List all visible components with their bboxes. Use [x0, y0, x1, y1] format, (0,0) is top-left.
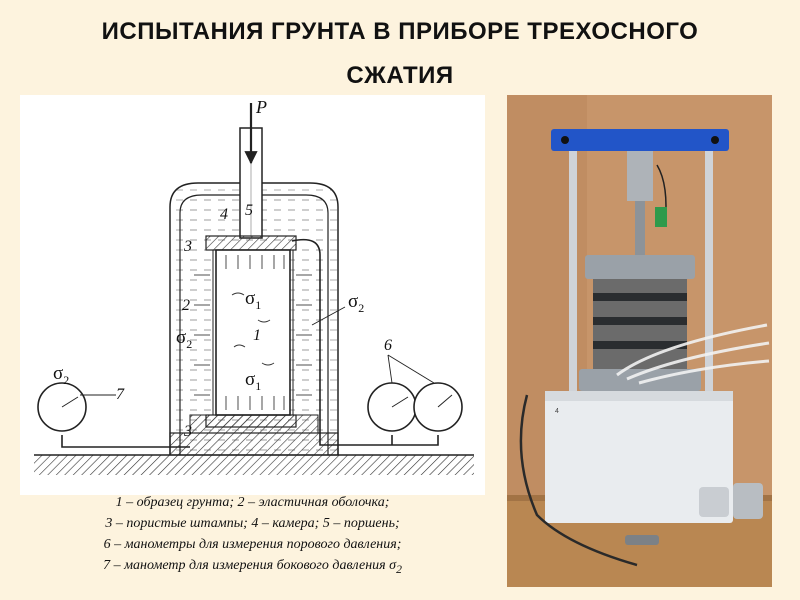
cell-top-cap — [585, 255, 695, 279]
lateral-pressure-gauge — [37, 382, 87, 432]
slide-title-line-2: СЖАТИЯ — [346, 62, 454, 89]
triaxial-diagram-panel: P σ1 σ1 σ2 σ2 σ2 1 2 3 3 4 5 6 7 — [20, 95, 485, 495]
sample-ring-2 — [733, 483, 763, 519]
sigma2-inner-label: σ2 — [176, 327, 192, 351]
caption-line-1: 1 – образец грунта; 2 – эластичная оболо… — [115, 495, 390, 510]
label-3-bottom: 3 — [183, 423, 192, 440]
apparatus-photo: 4 — [507, 95, 772, 587]
label-1: 1 — [253, 327, 261, 344]
frame-column-left — [569, 151, 577, 391]
label-6: 6 — [384, 337, 392, 354]
base-unit-marking: 4 — [555, 408, 559, 415]
sigma2-right-label: σ2 — [348, 291, 364, 315]
diagram-caption: 1 – образец грунта; 2 – эластичная оболо… — [20, 492, 485, 580]
apparatus-photo-illustration: 4 — [507, 95, 772, 587]
frame-column-right — [705, 151, 713, 391]
sigma1-bottom-label: σ1 — [245, 369, 261, 393]
caption-line-2: 3 – пористые штампы; 4 – камера; 5 – пор… — [105, 516, 400, 531]
label-5: 5 — [245, 202, 253, 219]
axial-stress-arrows — [225, 255, 285, 410]
leader-lines — [80, 306, 435, 396]
slide-title-line-1: ИСПЫТАНИЯ ГРУНТА В ПРИБОРЕ ТРЕХОСНОГО — [101, 18, 699, 45]
load-frame-crossbar — [551, 129, 729, 151]
triaxial-cell-diagram: P σ1 σ1 σ2 σ2 σ2 1 2 3 3 4 5 6 7 — [34, 97, 474, 475]
label-2: 2 — [182, 297, 190, 314]
chamber-pressure-tube — [61, 435, 190, 448]
label-4: 4 — [220, 206, 228, 223]
caption-line-4: 7 – манометр для измерения бокового давл… — [103, 558, 402, 576]
piston — [239, 103, 263, 239]
caption-line-3: 6 – манометры для измерения порового дав… — [103, 537, 402, 552]
sigma2-gauge-label: σ2 — [53, 363, 69, 387]
hose-connector — [625, 535, 659, 545]
pore-pressure-tube — [291, 238, 439, 446]
bottom-porous-stamp — [205, 414, 297, 428]
pore-pressure-gauge — [367, 382, 417, 432]
label-7: 7 — [116, 386, 125, 403]
sample-ring-1 — [699, 487, 729, 517]
load-label: P — [255, 97, 267, 117]
ground-base — [34, 454, 474, 475]
label-3-top: 3 — [183, 238, 192, 255]
sigma1-top-label: σ1 — [245, 288, 261, 312]
lateral-stress-arrows — [194, 274, 312, 396]
apparatus-base-unit — [545, 391, 733, 523]
slide-title: ИСПЫТАНИЯ ГРУНТА В ПРИБОРЕ ТРЕХОСНОГО СЖ… — [0, 10, 800, 98]
top-porous-stamp — [205, 235, 297, 251]
pore-pressure-gauge-2 — [413, 382, 463, 432]
